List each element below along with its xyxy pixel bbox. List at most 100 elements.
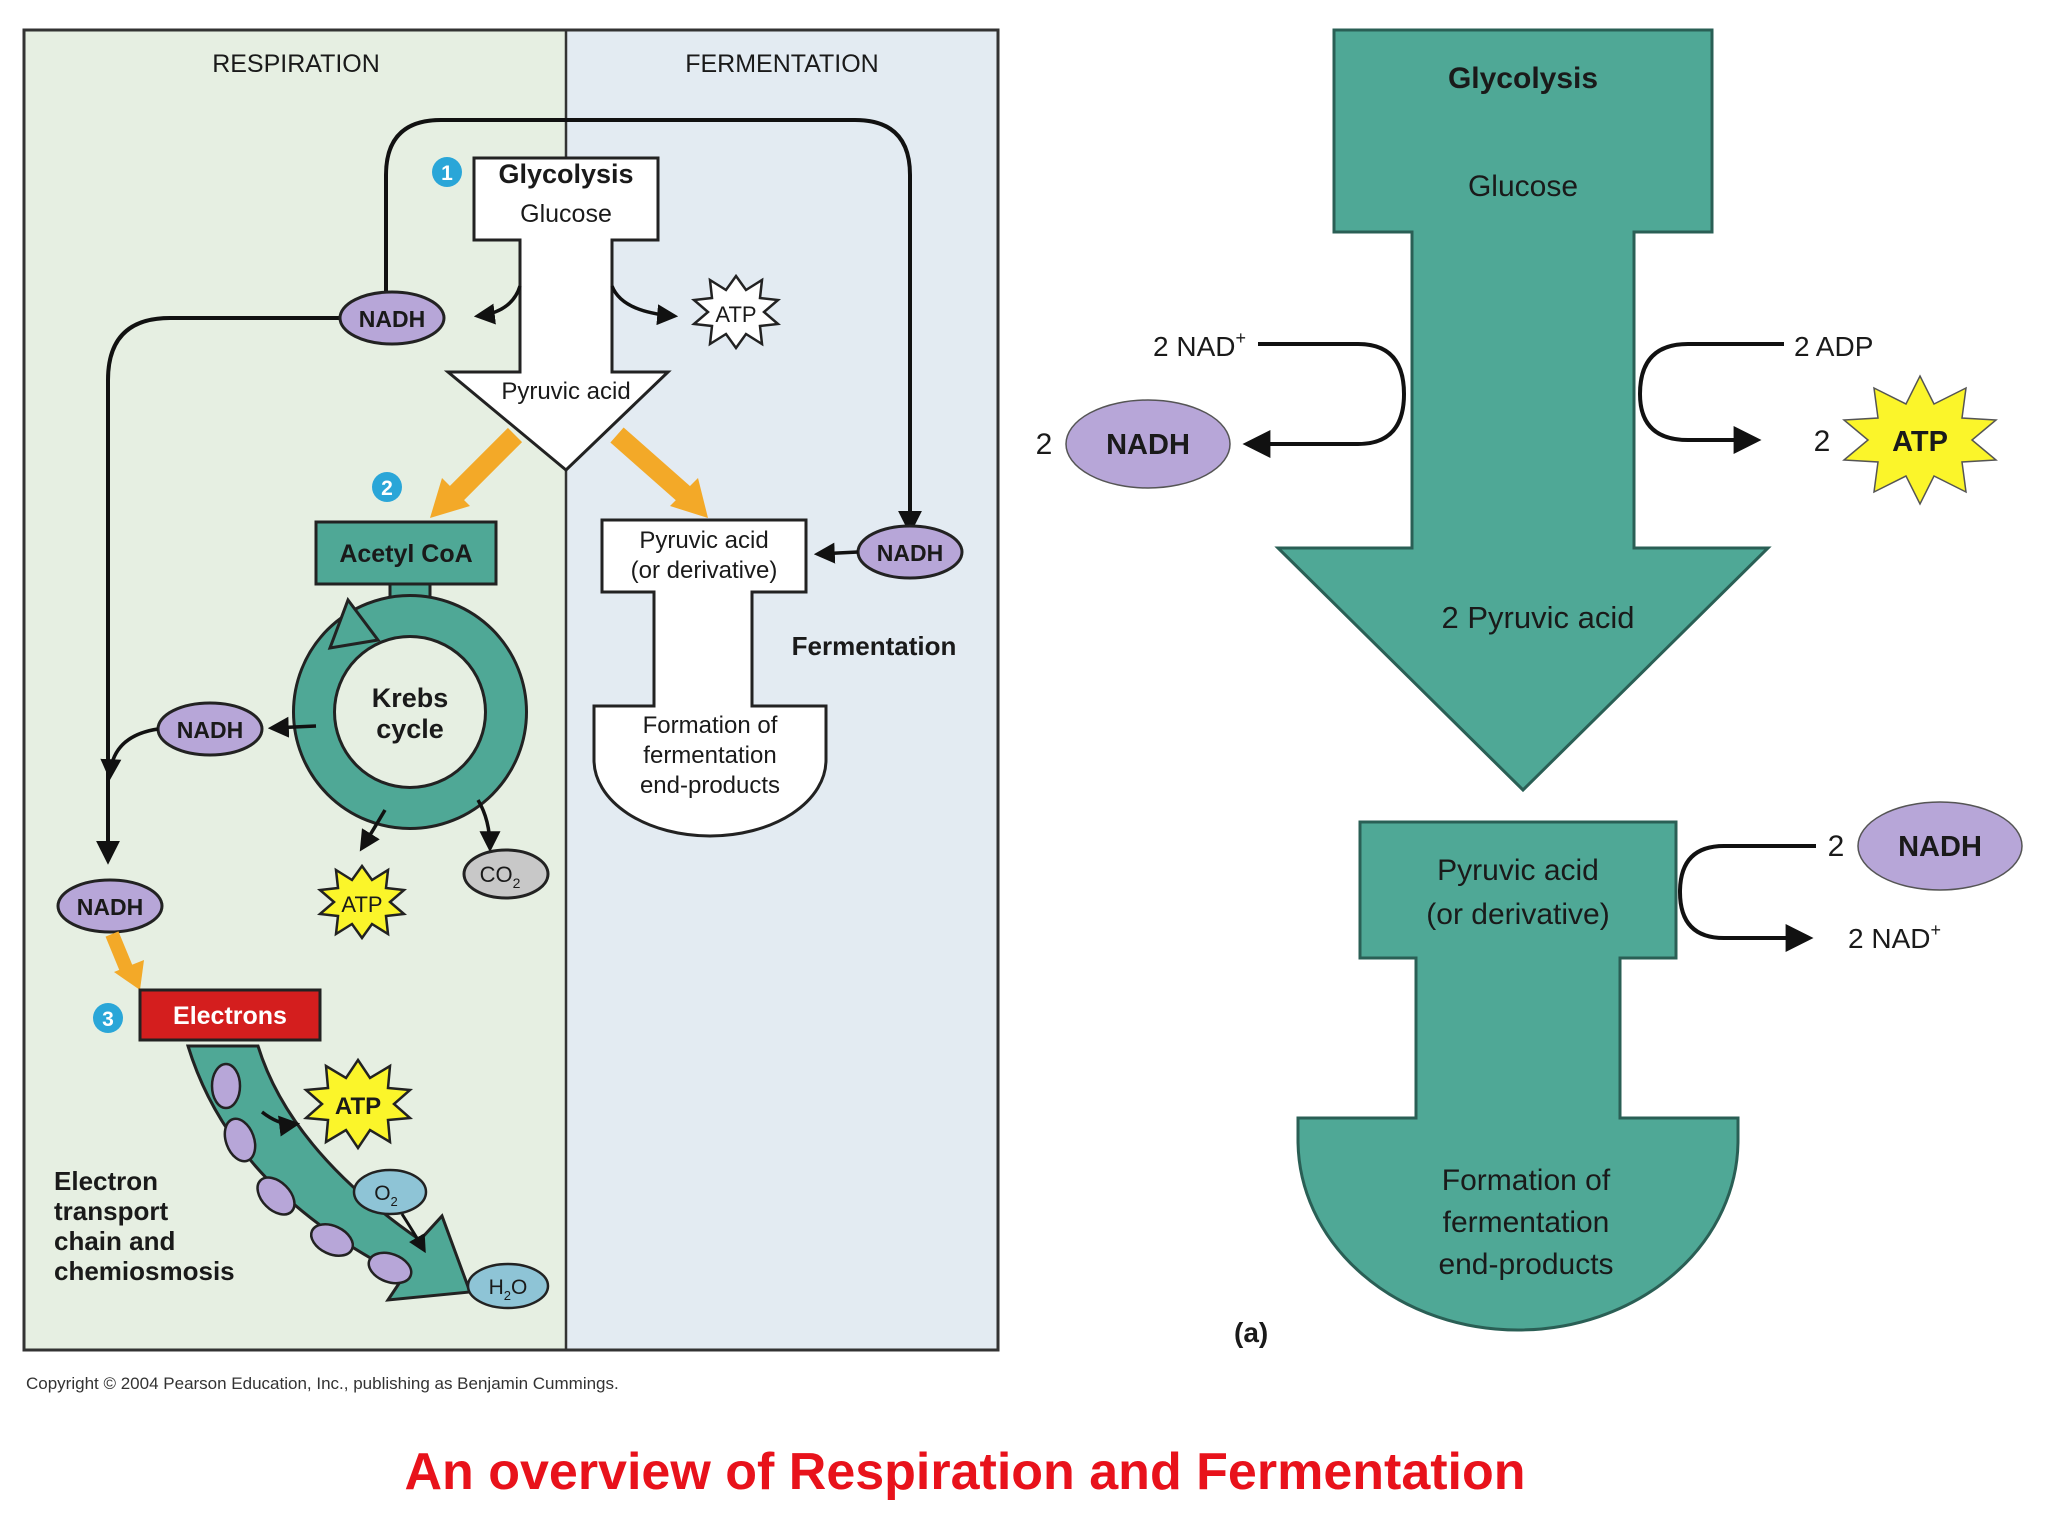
adp-atp-loop-arrow — [1637, 342, 1784, 454]
krebs-line-2: cycle — [376, 714, 444, 744]
orange-arrowhead-electrons — [114, 960, 144, 990]
ferm-formation-line-2: fermentation — [643, 742, 776, 769]
electrons-box — [138, 988, 322, 1042]
caption-title: An overview of Respiration and Fermentat… — [404, 1443, 1526, 1501]
right-atp-burst — [1842, 374, 1998, 506]
orange-arrow-to-fermentation — [610, 427, 692, 503]
o2-oval — [352, 1168, 428, 1216]
o2-label: O2 — [374, 1182, 398, 1209]
etc-carrier-5 — [367, 1251, 413, 1285]
nad-nadh-loop-arrow — [1242, 342, 1407, 458]
ferm-formation-line-3: end-products — [640, 772, 780, 799]
nadh-to-etc-arrow — [96, 316, 340, 865]
step-1-marker — [432, 157, 462, 187]
right-pyruvic-2-label: 2 Pyruvic acid — [1442, 600, 1635, 635]
nadh-etc-oval — [56, 878, 164, 934]
acetyl-coa-box — [314, 520, 498, 586]
h2o-label: H2O — [489, 1276, 528, 1303]
nad-in-label: 2 NAD+ — [1153, 328, 1246, 362]
nadh-recycle-arrow — [384, 118, 922, 535]
acetyl-coa-label: Acetyl CoA — [339, 540, 472, 568]
nadh-etc-label: NADH — [77, 894, 143, 920]
glycolysis-funnel — [443, 156, 672, 473]
co2-oval — [462, 848, 550, 900]
right-glycolysis-label: Glycolysis — [1448, 62, 1598, 95]
etc-label-line-3: chain and — [54, 1226, 175, 1256]
etc-label-line-2: transport — [54, 1196, 168, 1226]
step-1-number: 1 — [441, 162, 453, 185]
left-panel: RESPIRATION FERMENTATION Glycolysis Gluc… — [22, 28, 1000, 1352]
glucose-label: Glucose — [520, 200, 612, 228]
krebs-atp-arrow — [359, 809, 387, 852]
right-nadh2-label: NADH — [1898, 831, 1982, 863]
electrons-label: Electrons — [173, 1002, 287, 1030]
etc-atp-arrow — [260, 1110, 301, 1137]
panel-label-a: (a) — [1234, 1317, 1268, 1348]
right-nadh2-oval — [1857, 801, 2023, 891]
glycolysis-atp-arrow — [610, 285, 679, 326]
ferm-pyruvic-line-1: Pyruvic acid — [639, 527, 768, 554]
nadh-krebs-down-arrow — [100, 727, 159, 781]
respiration-header: RESPIRATION — [212, 50, 380, 78]
h2o-oval — [466, 1262, 550, 1310]
fermentation-background — [566, 30, 998, 1350]
atp-krebs-label: ATP — [341, 892, 382, 917]
etc-label-line-1: Electron — [54, 1166, 158, 1196]
fermentation-header: FERMENTATION — [685, 50, 879, 78]
pyruvic-acid-label: Pyruvic acid — [501, 378, 630, 405]
nadh-krebs-label: NADH — [177, 717, 243, 743]
atp-krebs-burst — [317, 863, 407, 941]
right-formation-line-3: end-products — [1438, 1248, 1613, 1281]
nad-out-label: 2 NAD+ — [1848, 920, 1941, 954]
glycolysis-arrow — [1274, 28, 1772, 793]
nadh-fermentation-arrow — [813, 542, 859, 564]
right-pyruvic-line-2: (or derivative) — [1426, 898, 1609, 931]
adp-label: 2 ADP — [1794, 331, 1873, 362]
glycolysis-nadh-arrow — [473, 285, 522, 325]
panel-border — [22, 28, 1000, 1352]
ferm-formation-line-1: Formation of — [643, 712, 778, 739]
etc-label-line-4: chemiosmosis — [54, 1256, 235, 1286]
krebs-nadh-arrow — [267, 716, 317, 738]
atp-glycolysis-burst — [691, 273, 781, 351]
right-formation-line-1: Formation of — [1442, 1164, 1611, 1197]
nadh-glycolysis-oval — [338, 290, 446, 346]
right-nadh-count: 2 — [1036, 428, 1053, 461]
orange-arrowhead-fermentation — [670, 478, 708, 518]
right-formation-line-2: fermentation — [1443, 1206, 1610, 1239]
step-3-marker — [93, 1003, 123, 1033]
step-3-number: 3 — [102, 1008, 114, 1031]
right-atp-label: ATP — [1892, 426, 1948, 458]
right-glucose-label: Glucose — [1468, 170, 1578, 203]
etc-carrier-1 — [210, 1062, 242, 1110]
right-pyruvic-line-1: Pyruvic acid — [1437, 854, 1599, 887]
nadh-fermentation-label: NADH — [877, 540, 943, 566]
atp-glycolysis-label: ATP — [715, 302, 756, 327]
orange-arrowhead-acetyl — [430, 478, 470, 518]
glycolysis-label: Glycolysis — [498, 159, 633, 189]
ferm-pyruvic-line-2: (or derivative) — [631, 557, 778, 584]
right-panel: Glycolysis Glucose 2 Pyruvic acid 2 NAD+… — [1036, 28, 2023, 1348]
orange-arrow-to-acetyl — [447, 427, 523, 503]
right-atp-count: 2 — [1814, 425, 1831, 458]
step-2-number: 2 — [381, 477, 393, 500]
co2-label: CO2 — [480, 862, 521, 891]
etc-carrier-4 — [309, 1223, 355, 1257]
krebs-arrowhead — [327, 596, 381, 650]
copyright-text: Copyright © 2004 Pearson Education, Inc.… — [26, 1374, 619, 1393]
fermentation-shape — [1296, 820, 1740, 1332]
krebs-line-1: Krebs — [372, 683, 449, 713]
step-2-marker — [372, 472, 402, 502]
atp-etc-burst — [302, 1057, 414, 1151]
fermentation-column — [592, 518, 828, 838]
right-nadh-label: NADH — [1106, 429, 1190, 461]
etc-carrier-2 — [223, 1117, 257, 1163]
atp-etc-label: ATP — [335, 1093, 381, 1120]
nadh-nad-loop-arrow — [1677, 844, 1816, 952]
krebs-ring — [295, 597, 525, 827]
o2-arrow — [400, 1213, 426, 1254]
right-nadh2-count: 2 — [1828, 830, 1845, 863]
krebs-co2-arrow — [476, 799, 501, 853]
nadh-glycolysis-label: NADH — [359, 306, 425, 332]
